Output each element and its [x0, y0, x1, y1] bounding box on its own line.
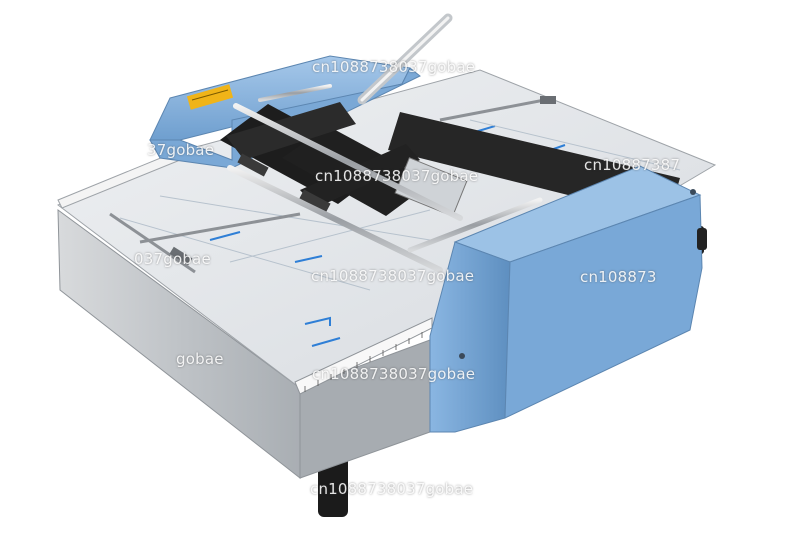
- watermark-8: gobae: [176, 350, 224, 368]
- watermark-6: cn1088738037gobae: [311, 267, 475, 285]
- tray-guide-lines: [209, 125, 566, 347]
- guide-slider-left: [169, 246, 193, 266]
- warning-label-dots: [191, 89, 229, 101]
- housing-screw: [459, 353, 465, 359]
- rod-short: [258, 84, 332, 102]
- rod-long-2: [227, 165, 443, 273]
- warning-label: [186, 84, 234, 110]
- feeder-plate: [394, 157, 468, 217]
- side-knobs: [697, 228, 707, 250]
- watermark-10: cn1088738037gobae: [310, 480, 474, 498]
- front-ruler-ticks: [304, 332, 423, 392]
- belt-4: [300, 144, 420, 208]
- side-guide-rods: [109, 96, 556, 274]
- watermark-7: cn108873: [580, 268, 657, 286]
- belt-clamp-2: [299, 189, 331, 213]
- chrome-rods: [227, 13, 543, 273]
- watermark-1: cn1088738037gobae: [312, 58, 476, 76]
- right-housing-side: [504, 194, 703, 419]
- rod-cross: [407, 197, 543, 253]
- guide-slider-right: [540, 96, 556, 104]
- watermark-9: cn1088738037gobae: [312, 365, 476, 383]
- watermark-4: cn10887387: [584, 156, 681, 174]
- rod-long-1: [233, 103, 463, 221]
- watermark-2: 37gobae: [147, 141, 215, 159]
- watermark-3: cn1088738037gobae: [315, 167, 479, 185]
- belt-clamp-1: [237, 153, 269, 177]
- watermark-5: 037gobae: [134, 250, 211, 268]
- housing-screw-2: [690, 189, 696, 195]
- foot-front-center: [318, 455, 348, 517]
- tray-faint-lines: [119, 119, 681, 291]
- knob-right: [697, 228, 707, 250]
- right-housing: [429, 165, 703, 433]
